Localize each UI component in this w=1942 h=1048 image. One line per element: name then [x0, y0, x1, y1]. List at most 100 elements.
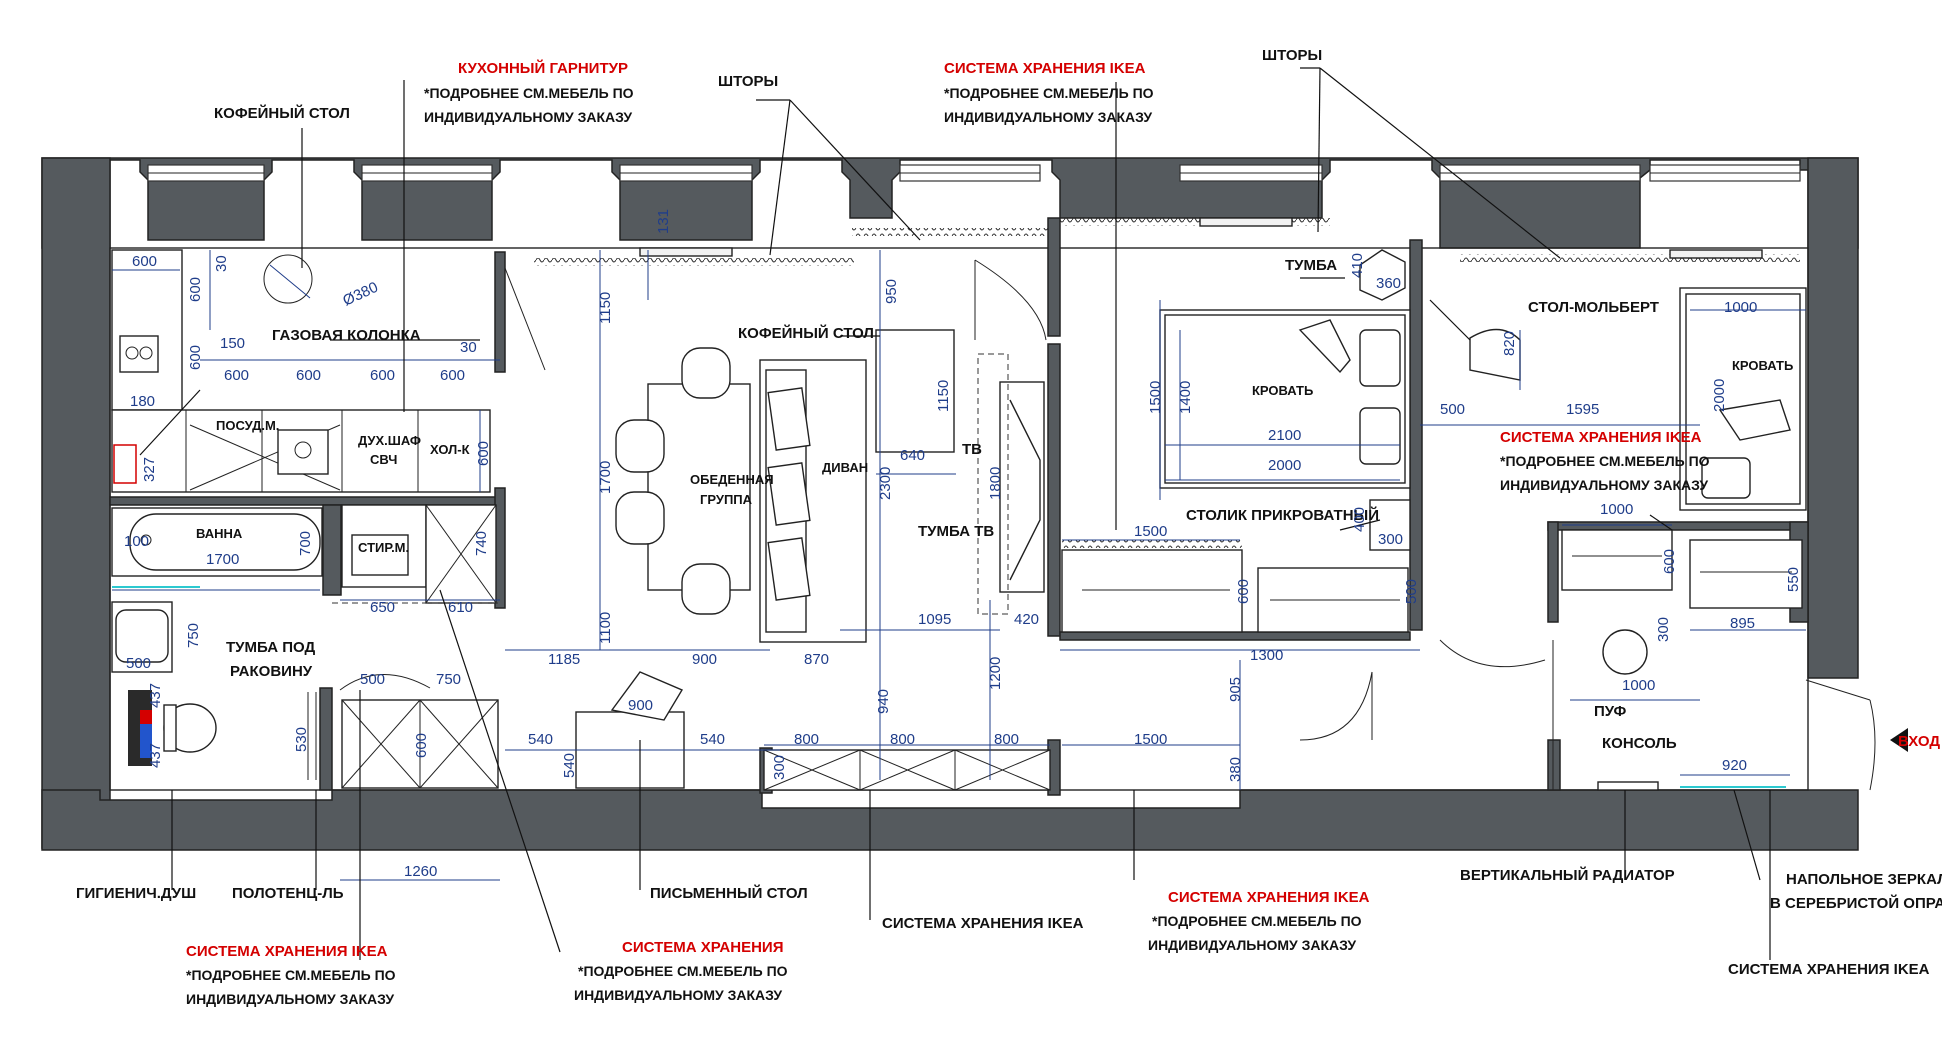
dim: 437 [147, 743, 164, 768]
label-curtains-1: ШТОРЫ [718, 73, 778, 90]
dim: 540 [561, 753, 578, 778]
dim: 410 [1349, 253, 1366, 278]
dim: 600 [475, 441, 492, 466]
kitchen [111, 249, 491, 493]
dim: 540 [528, 731, 553, 748]
label-entrance: ВХОД [1898, 733, 1940, 750]
label-tv-stand: ТУМБА ТВ [918, 523, 994, 540]
label-coffee-table-mid: КОФЕЙНЫЙ СТОЛ [738, 324, 874, 342]
bathroom [111, 504, 500, 789]
dimension-lines [112, 250, 1806, 881]
label-ikea-bottom-left: СИСТЕМА ХРАНЕНИЯ IKEA [186, 943, 388, 960]
dim: 131 [655, 209, 672, 234]
curtains [534, 217, 1800, 266]
dim: 30 [213, 255, 230, 272]
dim: 870 [804, 651, 829, 668]
dim: 400 [1351, 507, 1368, 532]
label-bed-1: КРОВАТЬ [1252, 383, 1313, 398]
dim: 1595 [1566, 401, 1599, 418]
label-sink-cabinet-1: ТУМБА ПОД [226, 639, 315, 656]
label-floor-mirror-1: НАПОЛЬНОЕ ЗЕРКАЛО [1786, 871, 1942, 888]
dim: 30 [460, 339, 477, 356]
label-nightstand-top: ТУМБА [1285, 257, 1337, 274]
ikea-bottom-left-note-1: *ПОДРОБНЕЕ СМ.МЕБЕЛЬ ПО [186, 967, 396, 983]
ikea-right-note-1: *ПОДРОБНЕЕ СМ.МЕБЕЛЬ ПО [1500, 453, 1710, 469]
dim: 2300 [877, 467, 894, 500]
ikea-bottom-center-note-2: ИНДИВИДУАЛЬНОМУ ЗАКАЗУ [1148, 937, 1356, 953]
dim: 550 [1785, 567, 1802, 592]
label-towel-rail: ПОЛОТЕНЦ-ЛЬ [232, 885, 344, 902]
bedroom-1 [1061, 249, 1411, 741]
dim: 1300 [1250, 647, 1283, 664]
dim: 1500 [1134, 731, 1167, 748]
label-sink-cabinet-2: РАКОВИНУ [230, 663, 313, 680]
dim: 500 [1440, 401, 1465, 418]
label-tv: ТВ [962, 441, 982, 458]
label-microwave: СВЧ [370, 452, 397, 467]
dim: 600 [440, 367, 465, 384]
dim: 750 [185, 623, 202, 648]
dim: 1185 [548, 651, 580, 668]
label-ikea-bottom-mid: СИСТЕМА ХРАНЕНИЯ IKEA [882, 915, 1084, 932]
dim: 895 [1730, 615, 1755, 632]
dim: 600 [187, 345, 204, 370]
dining-chairs [615, 347, 731, 615]
dim: 1100 [597, 612, 614, 644]
label-bed-2: КРОВАТЬ [1732, 358, 1793, 373]
dim: 1800 [987, 467, 1004, 500]
dim: 800 [994, 731, 1019, 748]
ikea-bottom-left-note-2: ИНДИВИДУАЛЬНОМУ ЗАКАЗУ [186, 991, 394, 1007]
text-labels: КОФЕЙНЫЙ СТОЛ КУХОННЫЙ ГАРНИТУР *ПОДРОБН… [76, 47, 1942, 1007]
dim: 360 [1376, 275, 1401, 292]
label-bath: ВАННА [196, 526, 243, 541]
dim: 1000 [1622, 677, 1655, 694]
dim: 900 [628, 697, 653, 714]
storage-bottom-note-1: *ПОДРОБНЕЕ СМ.МЕБЕЛЬ ПО [578, 963, 788, 979]
dim: 420 [1014, 611, 1039, 628]
dim: 600 [224, 367, 249, 384]
label-kitchen-set: КУХОННЫЙ ГАРНИТУР [458, 59, 628, 77]
dim: 2000 [1268, 457, 1301, 474]
dim: 500 [1403, 579, 1420, 604]
dim: 300 [1655, 617, 1672, 642]
dim: 600 [132, 253, 157, 270]
label-vert-radiator: ВЕРТИКАЛЬНЫЙ РАДИАТОР [1460, 866, 1675, 884]
label-dining-2: ГРУППА [700, 492, 753, 507]
dim: 600 [296, 367, 321, 384]
dim: 905 [1227, 677, 1244, 702]
dim: 920 [1722, 757, 1747, 774]
label-ikea-right: СИСТЕМА ХРАНЕНИЯ IKEA [1500, 429, 1702, 446]
dim: 180 [130, 393, 155, 410]
label-hyg-shower: ГИГИЕНИЧ.ДУШ [76, 885, 196, 902]
dim: 1150 [935, 380, 952, 412]
dim: Ø380 [340, 279, 380, 310]
dim: 100 [124, 533, 149, 550]
dim: 2100 [1268, 427, 1301, 444]
dim: 380 [1227, 757, 1244, 782]
dim: 950 [883, 279, 900, 304]
dim: 800 [794, 731, 819, 748]
dim: 1500 [1134, 523, 1167, 540]
dim: 740 [473, 531, 490, 556]
ikea-bottom-center-note-1: *ПОДРОБНЕЕ СМ.МЕБЕЛЬ ПО [1152, 913, 1362, 929]
label-ikea-top: СИСТЕМА ХРАНЕНИЯ IKEA [944, 60, 1146, 77]
label-fridge: ХОЛ-К [430, 442, 470, 457]
dim: 300 [1378, 531, 1403, 548]
dim: 650 [370, 599, 395, 616]
ikea-right-note-2: ИНДИВИДУАЛЬНОМУ ЗАКАЗУ [1500, 477, 1708, 493]
dim: 820 [1501, 331, 1518, 356]
dim: 600 [187, 277, 204, 302]
ikea-top-note-2: ИНДИВИДУАЛЬНОМУ ЗАКАЗУ [944, 109, 1152, 125]
label-console: КОНСОЛЬ [1602, 735, 1677, 752]
dim: 437 [147, 683, 164, 708]
label-easel-table: СТОЛ-МОЛЬБЕРТ [1528, 299, 1659, 316]
dim: 1095 [918, 611, 951, 628]
dim: 1000 [1724, 299, 1757, 316]
dim: 1500 [1147, 381, 1164, 414]
label-ikea-bottom-center: СИСТЕМА ХРАНЕНИЯ IKEA [1168, 889, 1370, 906]
dim: 500 [126, 655, 151, 672]
label-oven: ДУХ.ШАФ [358, 433, 421, 448]
dim: 640 [900, 447, 925, 464]
windows [147, 164, 1801, 182]
